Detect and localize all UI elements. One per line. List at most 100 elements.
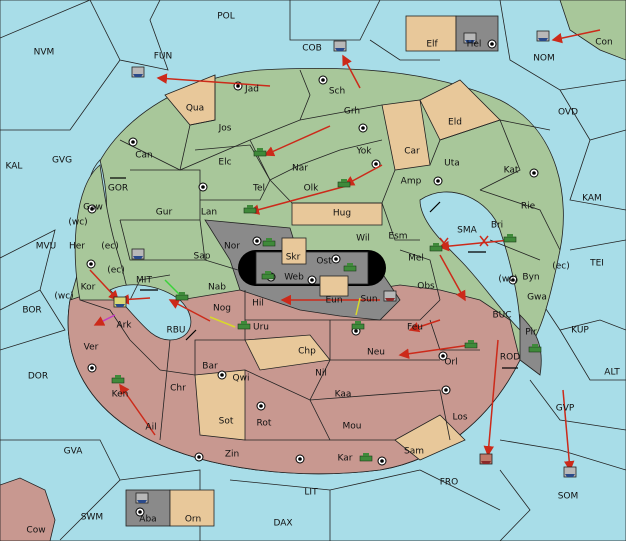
label-qwi: Qwi (233, 374, 250, 384)
label-nor: Nor (224, 242, 240, 252)
label-zin: Zin (225, 450, 239, 460)
fleet-unit (463, 32, 477, 44)
label-uta: Uta (444, 159, 460, 169)
fleet-unit (563, 466, 577, 478)
label-coast-ec: (ec) (107, 266, 125, 276)
label-gvp: GVP (556, 404, 575, 414)
label-bor: BOR (22, 306, 41, 316)
fleet-unit (536, 30, 550, 42)
label-rod: ROD (500, 353, 520, 363)
label-sch: Sch (329, 87, 345, 97)
label-gwa: Gwa (527, 293, 547, 303)
label-gaw: Gaw (83, 203, 103, 213)
order-arrow (438, 239, 511, 252)
label-eld: Eld (448, 118, 462, 128)
label-mit: MIT (136, 276, 152, 286)
label-chr: Chr (170, 384, 186, 394)
order-arrow (343, 164, 383, 186)
label-nab: Nab (208, 283, 226, 293)
label-web: Web (284, 273, 304, 283)
order-arrow (408, 319, 441, 333)
territory-borders (79, 69, 561, 441)
label-skr: Skr (286, 253, 301, 263)
label-neu: Neu (367, 348, 385, 358)
label-tel: Tel (252, 184, 265, 194)
territory-elf[interactable] (405, 15, 457, 52)
label-kat: Kat (504, 166, 519, 176)
fleet-unit (131, 66, 145, 78)
label-lit: LIT (304, 488, 318, 498)
label-sma: SMA (457, 226, 477, 236)
label-rbu: RBU (166, 326, 185, 336)
label-yok: Yok (355, 147, 372, 157)
label-elc: Elc (218, 158, 231, 168)
label-ken: Ken (112, 390, 129, 400)
label-wil: Wil (356, 234, 370, 244)
army-unit (503, 234, 517, 243)
label-sam: Sam (404, 447, 424, 457)
territory-con[interactable] (559, 0, 626, 61)
territory-eun[interactable] (319, 275, 349, 297)
label-gva: GVA (64, 447, 84, 457)
label-cow: Cow (26, 526, 45, 536)
label-eun: Eun (325, 296, 342, 306)
label-hil: Hil (252, 299, 264, 309)
label-orn: Orn (185, 515, 201, 525)
label-pir: Pir (525, 328, 537, 338)
label-gor: GOR (108, 184, 128, 194)
order-arrow (168, 299, 211, 322)
label-mvu: MVU (36, 242, 57, 252)
label-jos: Jos (218, 124, 232, 134)
army-unit (464, 340, 478, 349)
label-tei: TEI (589, 259, 604, 269)
territory-cow[interactable] (0, 477, 56, 541)
order-arrow (439, 254, 466, 302)
label-kor: Kor (81, 283, 96, 293)
label-her: Her (69, 242, 85, 252)
army-unit (343, 263, 357, 272)
label-byn: Byn (522, 273, 539, 283)
label-sun: Sun (360, 295, 377, 305)
label-nar: Nar (292, 164, 308, 174)
label-ovd: OVD (558, 108, 578, 118)
label-lan: Lan (201, 208, 217, 218)
army-unit (528, 344, 542, 353)
region-labels: POL NVM FUN COB NOM Con Elf Hel OVD KAL … (6, 12, 621, 536)
order-arrows (89, 29, 601, 472)
label-kam: KAM (582, 194, 602, 204)
army-unit (243, 205, 257, 214)
label-mou: Mou (343, 422, 362, 432)
order-arrow (562, 389, 575, 472)
label-mel: Mel (408, 254, 424, 264)
army-unit (351, 321, 365, 330)
army-unit (175, 292, 189, 301)
canal-markers (110, 177, 518, 369)
order-arrow (248, 184, 351, 215)
territory-skr[interactable] (281, 237, 307, 265)
label-qua: Qua (186, 104, 204, 114)
label-nil: Nil (315, 369, 327, 379)
label-coast-wc: (wc) (498, 275, 517, 285)
territory-pir[interactable] (519, 314, 542, 376)
army-unit (429, 243, 443, 252)
label-sot: Sot (219, 417, 234, 427)
support-arrow-yellow (209, 316, 236, 328)
label-aba: Aba (139, 515, 156, 525)
label-gvg: GVG (52, 156, 72, 166)
label-coast-wc: (wc) (54, 292, 73, 302)
order-arrow (551, 29, 601, 44)
label-rot: Rot (257, 419, 272, 429)
label-hug: Hug (333, 209, 351, 219)
territory-orn[interactable] (169, 489, 215, 527)
label-car: Car (404, 147, 420, 157)
label-buc: BUC (492, 311, 511, 321)
label-swm: SWM (81, 513, 103, 523)
label-grh: Grh (344, 107, 360, 117)
fleet-unit (131, 248, 145, 260)
label-dax: DAX (273, 519, 292, 529)
fleet-unit (383, 290, 397, 302)
label-coast-wc: (wc) (68, 218, 87, 228)
label-olk: Olk (304, 184, 320, 194)
army-unit (337, 179, 351, 188)
